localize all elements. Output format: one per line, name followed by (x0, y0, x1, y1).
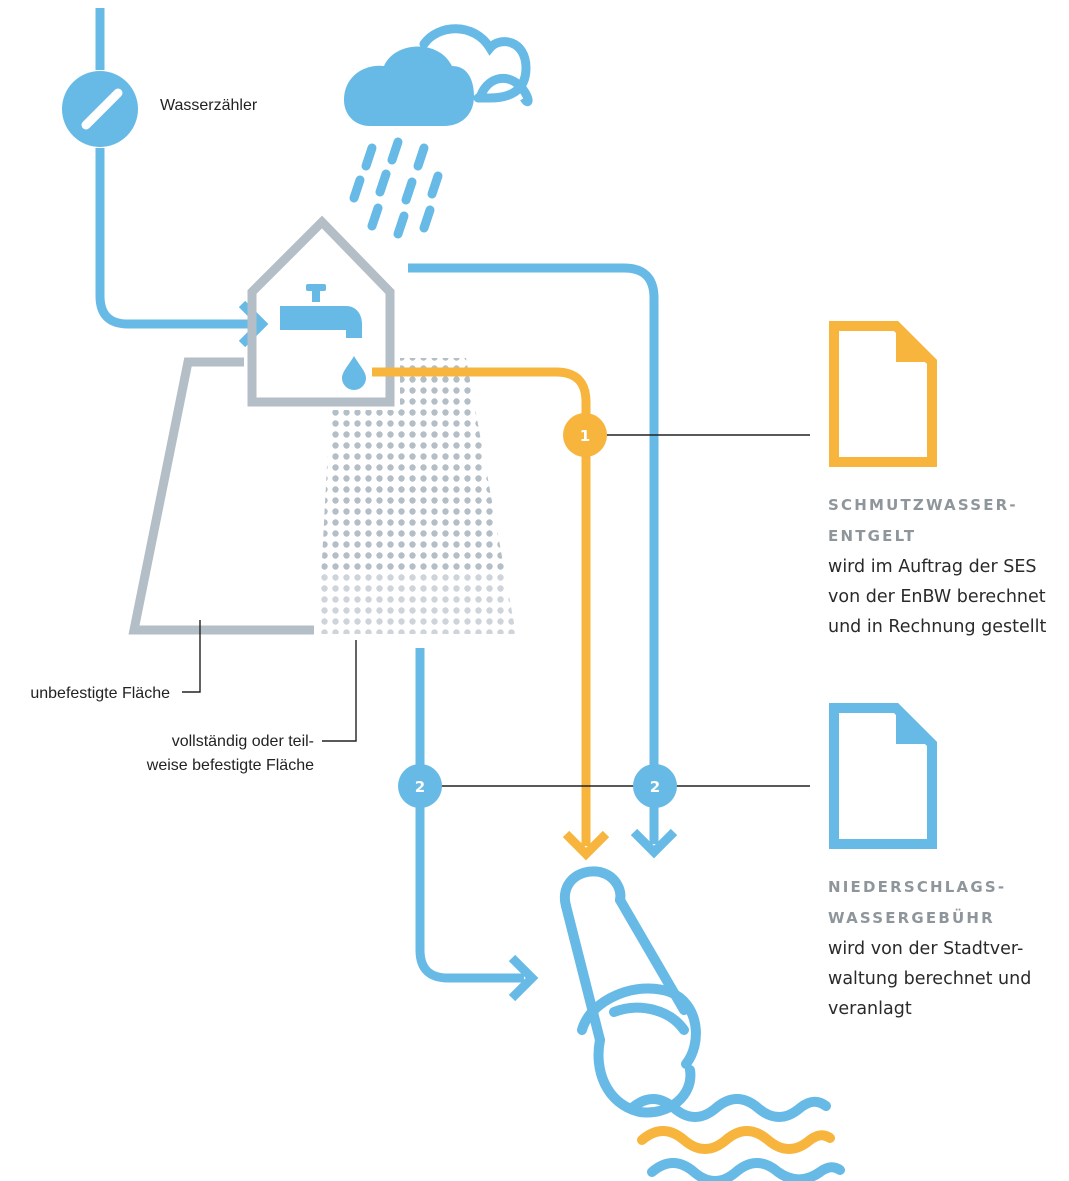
faucet-icon (280, 284, 362, 338)
rainwater-heading-line2: WASSERGEBÜHR (828, 908, 995, 927)
svg-text:1: 1 (580, 427, 590, 445)
paved-runoff-line (415, 648, 524, 983)
paved-area-shape (318, 358, 516, 634)
roof-rainwater-arrowhead (630, 828, 678, 859)
wastewater-heading-line2: ENTGELT (828, 527, 916, 545)
house-icon (247, 215, 395, 407)
fresh-water-line (95, 8, 262, 329)
wastewater-desc-line3: und in Rechnung gestellt (828, 617, 1047, 637)
document-icon (829, 321, 937, 467)
paved-runoff-arrowhead (508, 954, 539, 1002)
wastewater-heading-line1: SCHMUTZWASSER- (828, 496, 1018, 514)
rainwater-desc-line1: wird von der Stadtver- (828, 939, 1023, 959)
rainwater-desc-line2: waltung berechnet und (828, 969, 1031, 989)
unpaved-label: unbefestigte Fläche (30, 685, 170, 702)
badge-rainwater-roof: 2 (633, 764, 677, 808)
badge-rainwater-paved: 2 (398, 764, 442, 808)
unpaved-leader (182, 620, 201, 693)
svg-text:2: 2 (650, 778, 660, 796)
water-meter-icon (62, 71, 138, 147)
svg-text:2: 2 (415, 778, 425, 796)
sewer-pipe-icon (559, 866, 701, 1118)
wastewater-desc-line2: von der EnBW berechnet (828, 587, 1046, 607)
rainwater-desc-line3: veranlagt (828, 999, 912, 1019)
paved-leader (322, 640, 357, 742)
rain-cloud-icon (344, 24, 533, 239)
unpaved-area-shape (128, 357, 314, 635)
meter-label: Wasserzähler (160, 97, 258, 114)
water-drop-icon (342, 356, 366, 390)
paved-label-line2: weise befestigte Fläche (146, 757, 314, 774)
water-waves-icon (627, 1094, 845, 1181)
rainwater-heading-line1: NIEDERSCHLAGS- (828, 878, 1006, 896)
wastewater-line (372, 367, 591, 846)
paved-label-line1: vollständig oder teil- (172, 733, 314, 750)
roof-rainwater-line (408, 263, 659, 844)
wastewater-arrowhead (562, 830, 610, 861)
document-icon (829, 703, 937, 849)
badge-wastewater: 1 (563, 413, 607, 457)
wastewater-desc-line1: wird im Auftrag der SES (828, 557, 1036, 577)
